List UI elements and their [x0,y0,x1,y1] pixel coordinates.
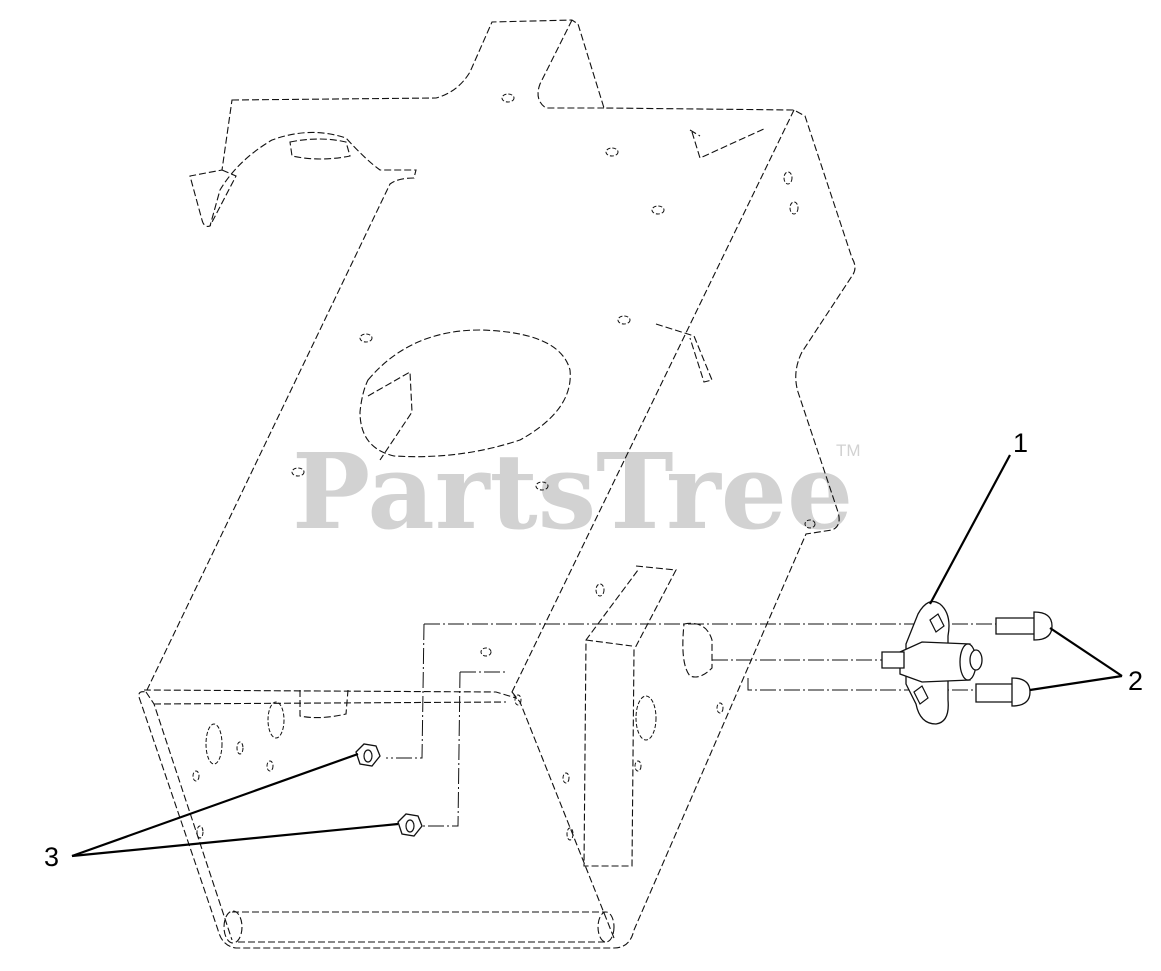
flange-nuts [355,743,423,837]
top-notch [537,19,604,109]
cross-rod [232,911,606,943]
oval-inner-cut [367,371,413,461]
frame-bracket [138,19,856,949]
nut-lower [397,813,423,837]
assembly-line-nut-upper [386,623,425,759]
bearing-shaft [881,651,905,669]
side-tab [583,565,677,867]
nut-upper-hole [363,749,373,763]
bent-tab [655,323,713,383]
callout-labels: 1 2 3 [44,428,1143,872]
plate-left-inner-edge [209,169,237,227]
cross-rod-end-left [223,910,243,944]
top-plate-outline [138,19,856,949]
box-fold-line [143,109,795,699]
bearing-cap [969,649,983,671]
callout-1: 1 [1013,428,1028,458]
leader-1 [929,454,1011,605]
leader-3-lower [71,822,399,858]
bolt-shank-lower [975,683,1015,703]
watermark-trademark: TM [836,441,861,460]
assembly-line-lower [747,678,976,691]
watermark: PartsTree TM [292,430,861,553]
top-clip [689,127,767,159]
front-panel-inner [153,701,507,705]
callout-2: 2 [1128,666,1143,696]
leader-3-upper [71,752,359,858]
cross-rod-end-right [597,911,615,943]
assembly-lines [386,623,996,827]
bolt-head-upper [1033,611,1053,641]
assembly-line-nut-lower [418,671,506,827]
carriage-bolts [975,611,1053,707]
bearing-assembly [881,600,983,725]
nut-upper [355,743,381,767]
large-oval-opening [359,329,571,458]
watermark-brand: PartsTree [292,430,853,553]
flange-hole-upper [929,613,945,633]
bolt-shank-upper [995,617,1037,635]
nut-lower-hole [405,819,415,833]
front-notch [299,689,349,719]
mounting-holes [192,93,816,841]
leader-2-upper [1049,627,1123,677]
box-boss [682,622,713,678]
flange-hole-lower [913,685,929,705]
front-panel [145,691,615,941]
leader-lines [71,454,1123,858]
callout-3: 3 [44,842,59,872]
top-slot [289,138,351,160]
leader-2-lower [1029,674,1123,692]
bolt-head-lower [1011,677,1031,707]
side-tab-top [585,639,633,647]
